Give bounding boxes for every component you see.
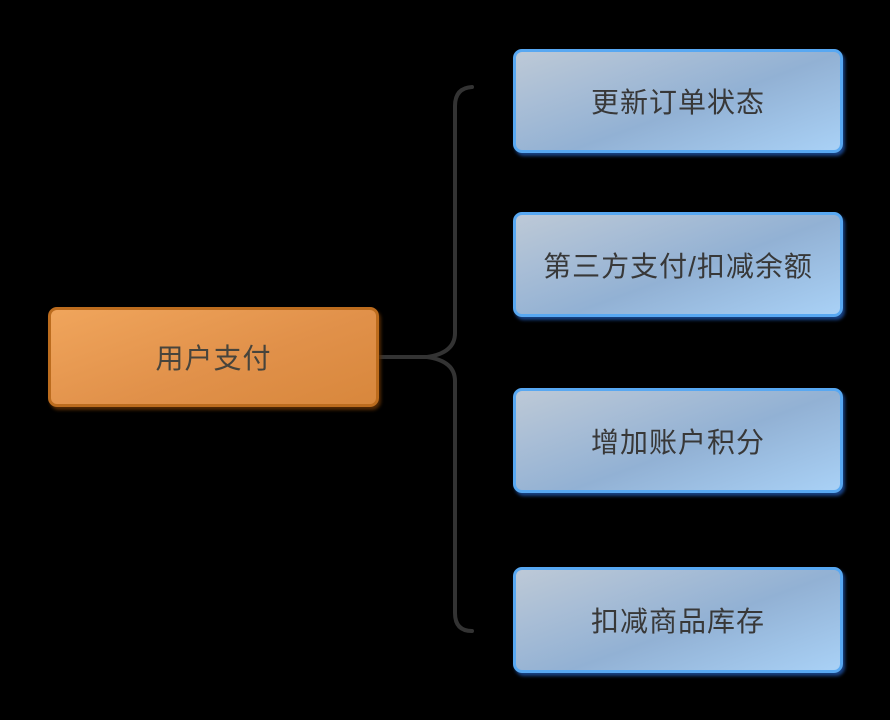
node-increase-account-points-label: 增加账户积分	[590, 426, 765, 458]
node-update-order-status-label: 更新订单状态	[590, 87, 765, 118]
node-deduct-product-inventory-label: 扣减商品库存	[590, 606, 765, 637]
node-thirdparty-payment-deduct-balance[interactable]: 第三方支付/扣减余额	[513, 212, 843, 317]
node-user-payment-label: 用户支付	[155, 343, 272, 374]
node-thirdparty-payment-deduct-balance-label: 第三方支付/扣减余额	[543, 250, 813, 282]
node-deduct-product-inventory[interactable]: 扣减商品库存	[513, 567, 843, 673]
node-update-order-status[interactable]: 更新订单状态	[513, 49, 843, 153]
node-user-payment[interactable]: 用户支付	[48, 307, 379, 407]
node-increase-account-points[interactable]: 增加账户积分	[513, 388, 843, 493]
